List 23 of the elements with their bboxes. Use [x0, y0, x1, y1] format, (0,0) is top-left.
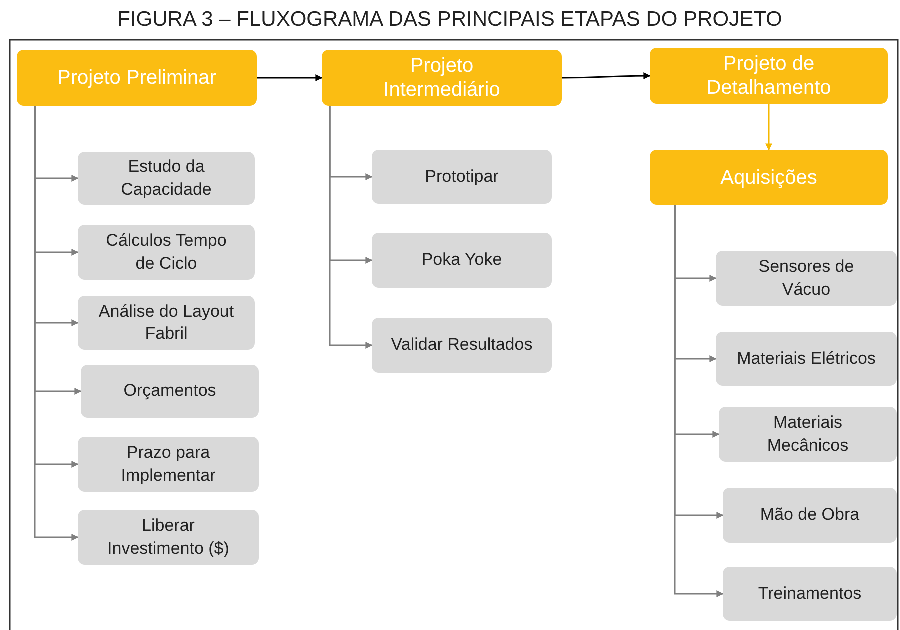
connector-arrow: [329, 106, 373, 349]
task-box: Materiais Mecânicos: [719, 407, 897, 462]
task-box: Cálculos Tempo de Ciclo: [78, 225, 255, 280]
task-box: Orçamentos: [81, 365, 259, 418]
task-box: Materiais Elétricos: [716, 332, 897, 386]
stage-box: Aquisições: [650, 150, 888, 205]
stage-box: Projeto Preliminar: [17, 50, 257, 106]
task-box: Poka Yoke: [372, 233, 552, 288]
task-box: Análise do Layout Fabril: [78, 296, 255, 350]
task-box: Prototipar: [372, 150, 552, 204]
connector-arrow: [766, 104, 772, 151]
connector-arrow: [257, 74, 323, 82]
stage-box: Projeto de Detalhamento: [650, 48, 888, 104]
task-box: Validar Resultados: [372, 318, 552, 373]
task-box: Prazo para Implementar: [78, 437, 259, 492]
stage-box: Projeto Intermediário: [322, 50, 562, 106]
task-box: Estudo da Capacidade: [78, 152, 255, 205]
task-box: Mão de Obra: [723, 488, 897, 543]
figure-title: FIGURA 3 – FLUXOGRAMA DAS PRINCIPAIS ETAPAS DO PROJETO: [116, 8, 784, 32]
task-box: Sensores de Vácuo: [716, 251, 897, 306]
connector-arrow: [562, 72, 651, 80]
task-box: Treinamentos: [723, 567, 897, 621]
task-box: Liberar Investimento ($): [78, 510, 259, 565]
